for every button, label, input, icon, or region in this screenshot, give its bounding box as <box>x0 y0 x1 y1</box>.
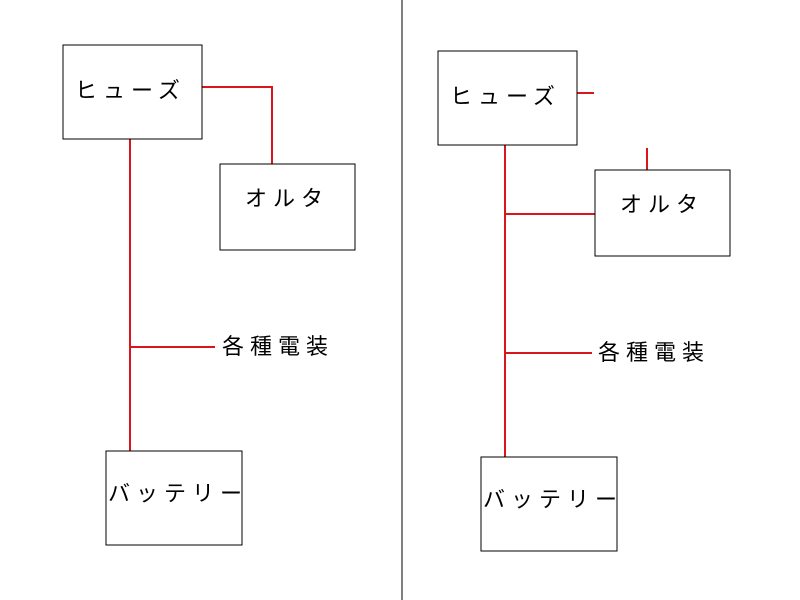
left-alternator-box: オルタ <box>219 163 356 251</box>
right-alternator-label: オルタ <box>620 193 704 218</box>
left-battery-box: バッテリー <box>105 450 248 546</box>
left-alternator-box-border <box>219 163 356 251</box>
right-battery-box: バッテリー <box>480 456 623 552</box>
right-alternator-box: オルタ <box>594 169 731 257</box>
left-loads-label: 各種電装 <box>222 335 334 360</box>
left-fuse-label: ヒューズ <box>75 79 186 104</box>
right-diagram: ヒューズ オルタ 各種電装 バッテリー <box>437 50 731 552</box>
right-fuse-box-border <box>437 50 578 146</box>
left-wire-fuse-to-alternator <box>202 86 273 164</box>
left-battery-box-border <box>105 450 243 546</box>
right-loads-label: 各種電装 <box>598 341 710 366</box>
left-diagram: ヒューズ オルタ 各種電装 バッテリー <box>62 44 356 546</box>
right-alternator-box-border <box>594 169 731 257</box>
left-fuse-box: ヒューズ <box>62 44 203 140</box>
left-alternator-label: オルタ <box>245 187 329 212</box>
right-fuse-label: ヒューズ <box>450 85 561 110</box>
right-battery-label: バッテリー <box>483 488 623 513</box>
left-battery-label: バッテリー <box>108 482 248 507</box>
right-battery-box-border <box>480 456 618 552</box>
right-fuse-box: ヒューズ <box>437 50 578 146</box>
left-fuse-box-border <box>62 44 203 140</box>
